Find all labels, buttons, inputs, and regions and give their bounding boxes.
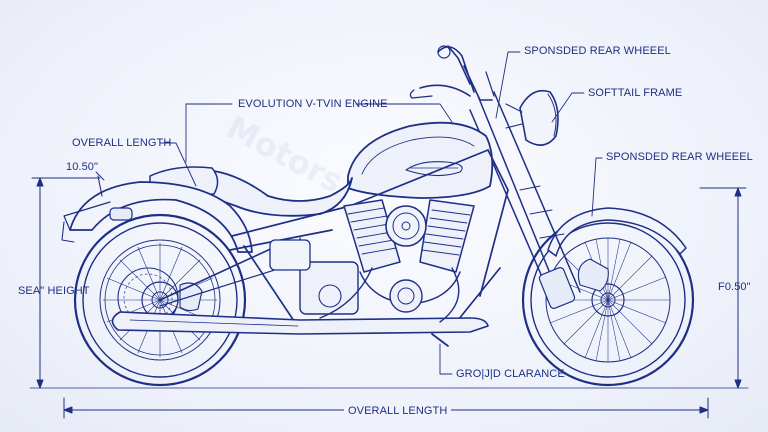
label-rear-wheel-top: SPONSDED REAR WHEEEL <box>524 45 671 57</box>
label-rear-wheel-right: SPONSDED REAR WHEEEL <box>606 151 753 163</box>
leader-lines <box>95 51 603 375</box>
label-softail-frame: SOFTTAIL FRAME <box>588 87 683 99</box>
label-seat-height: SEA" HEIGHT <box>18 285 90 297</box>
label-ground-clearance: GRO|J|D CLARANCE <box>456 368 565 380</box>
label-dimension-right: F0.50" <box>718 281 751 293</box>
handlebar <box>409 45 495 101</box>
fuel-tank <box>347 121 494 199</box>
front-fender <box>547 207 687 257</box>
label-overall-length-bottom: OVERALL LENGTH <box>344 406 452 417</box>
engine <box>269 199 475 315</box>
headlight <box>505 89 559 146</box>
label-dimension-left: 10.50" <box>66 161 99 173</box>
label-overall-length-top: OVERALL LENGTH <box>72 137 172 149</box>
footpeg <box>431 333 449 347</box>
exhaust <box>111 267 489 335</box>
rear-fender <box>61 175 253 253</box>
front-forks <box>469 91 581 309</box>
label-engine: EVOLUTION V-TVIN ENGINE <box>238 98 388 110</box>
